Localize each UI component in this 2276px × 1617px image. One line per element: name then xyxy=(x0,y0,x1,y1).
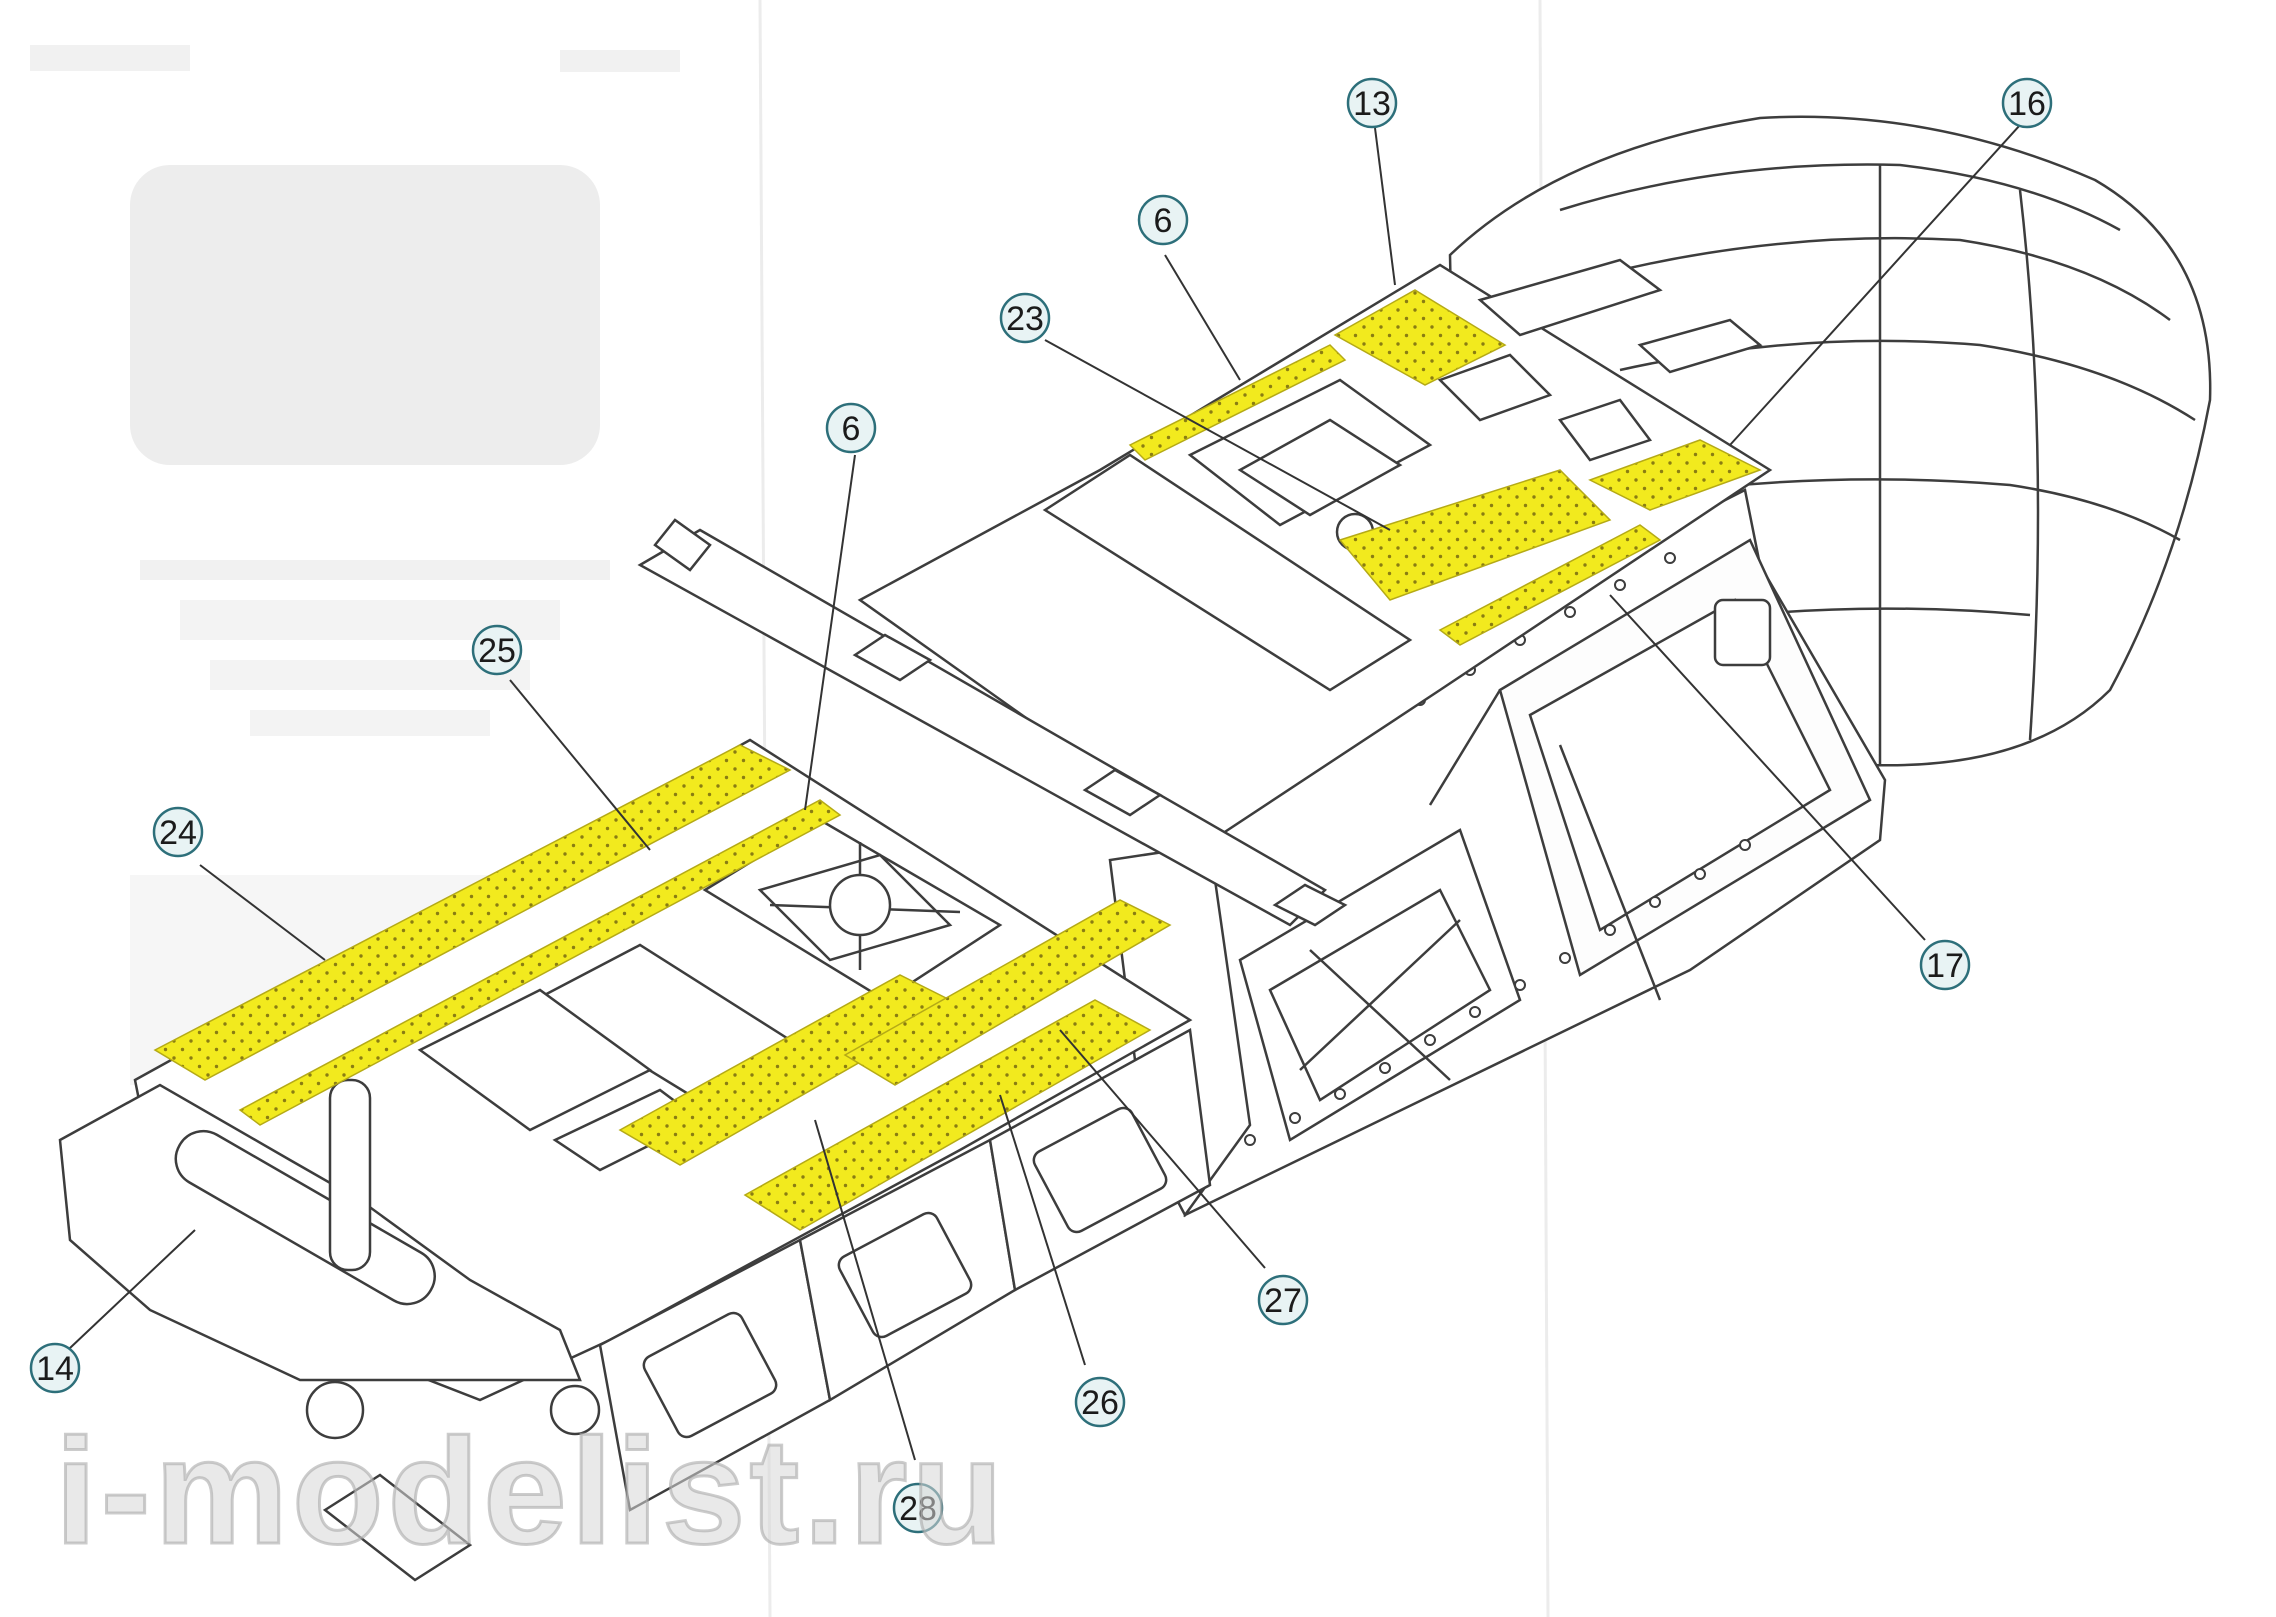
callout-27-label: 27 xyxy=(1264,1282,1302,1320)
hull-rivets xyxy=(1244,552,1751,1146)
mid-crossbar xyxy=(637,518,1348,927)
leader-lines xyxy=(69,124,2021,1461)
callout-14-label: 14 xyxy=(36,1350,74,1388)
pe-center-rear-plate xyxy=(1338,469,1612,601)
site-watermark: i-modelist.ru xyxy=(53,1406,1008,1577)
pe-rear-left-strip xyxy=(1128,344,1347,461)
callout-circles: 13 16 6 23 6 25 24 17 xyxy=(29,77,2053,1534)
callout-23-label: 23 xyxy=(1006,300,1044,338)
hull-side xyxy=(1108,488,1887,1218)
callout-13: 13 xyxy=(1346,77,1398,129)
callout-6-mid-label: 6 xyxy=(842,410,861,448)
callout-26: 26 xyxy=(1074,1376,1126,1428)
callout-23: 23 xyxy=(999,292,1051,344)
callout-28-label: 28 xyxy=(899,1490,937,1528)
callout-24: 24 xyxy=(152,806,204,858)
pe-front-right-strip xyxy=(843,899,1172,1086)
callout-26-label: 26 xyxy=(1081,1384,1119,1422)
pe-front-right-lower xyxy=(743,999,1152,1231)
pe-right-rear-plate xyxy=(1588,439,1762,511)
callout-17-label: 17 xyxy=(1926,947,1964,985)
callout-6-rear-label: 6 xyxy=(1154,202,1173,240)
callout-25: 25 xyxy=(471,624,523,676)
callout-25-label: 25 xyxy=(478,632,516,670)
front-bumper xyxy=(58,1078,601,1582)
callout-24-label: 24 xyxy=(159,814,197,852)
callout-17: 17 xyxy=(1919,939,1971,991)
callout-16: 16 xyxy=(2001,77,2053,129)
callout-14: 14 xyxy=(29,1342,81,1394)
pe-rear-deck-plate xyxy=(1333,289,1507,386)
callout-6-mid: 6 xyxy=(825,402,877,454)
pe-rear-right-strip xyxy=(1438,524,1662,646)
pe-mid-strip xyxy=(238,799,842,1126)
rear-deck xyxy=(857,258,1773,847)
callout-6-rear: 6 xyxy=(1137,194,1189,246)
callout-27: 27 xyxy=(1257,1274,1309,1326)
callout-13-label: 13 xyxy=(1353,85,1391,123)
callout-28: 28 xyxy=(892,1482,944,1534)
front-side-boxes xyxy=(598,1028,1212,1512)
callout-16-label: 16 xyxy=(2008,85,2046,123)
